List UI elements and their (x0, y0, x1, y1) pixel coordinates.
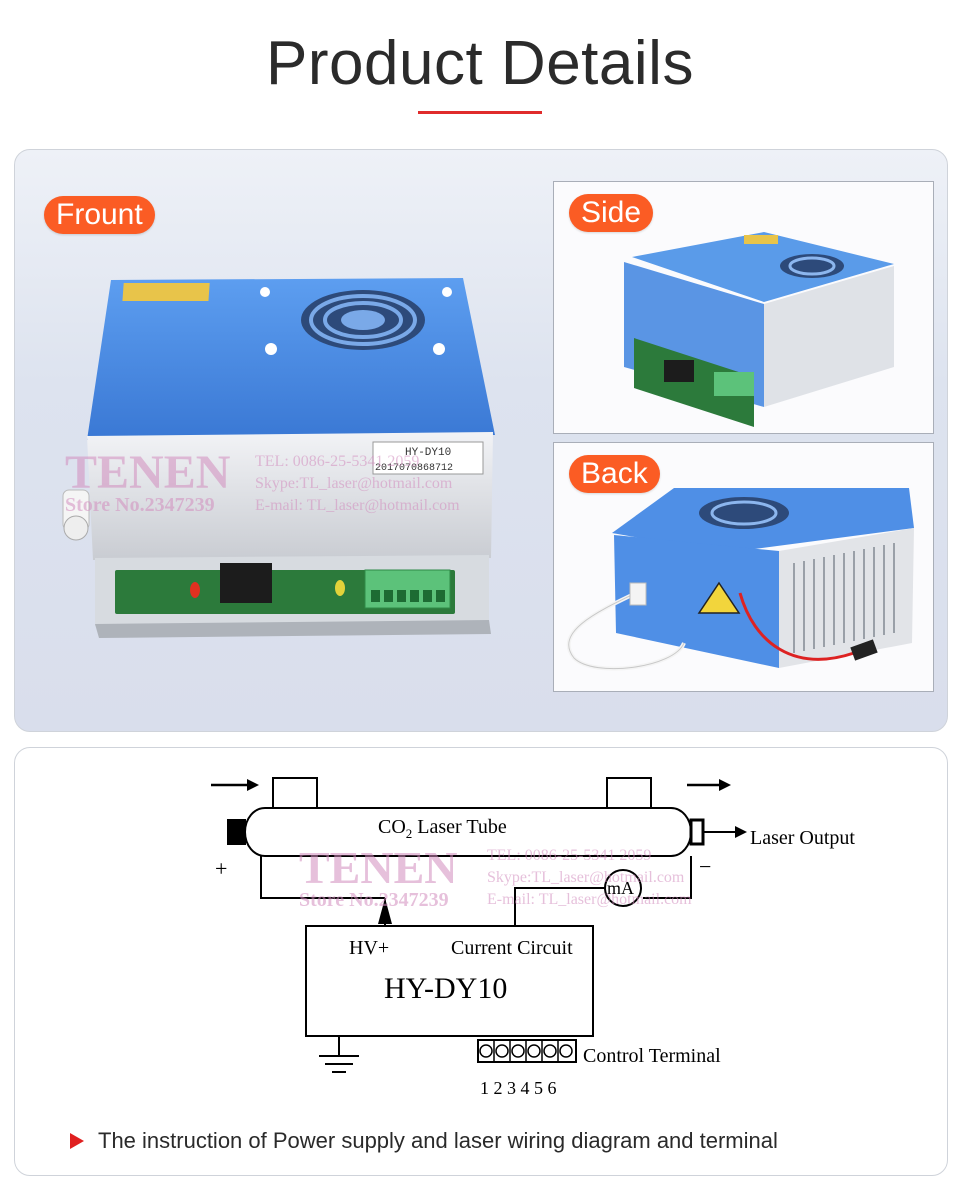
diagram-watermark-store: Store No.2347239 (299, 889, 449, 911)
terminal-numbers: 1 2 3 4 5 6 (480, 1078, 557, 1098)
back-photo-frame: Back (553, 442, 934, 692)
page-title: Product Details (266, 29, 694, 98)
back-product-image (566, 488, 914, 671)
front-serial: 2017070868712 (375, 463, 453, 474)
laser-output-label: Laser Output (750, 827, 855, 849)
tube-label: CO2 Laser Tube (378, 816, 507, 841)
wiring-diagram-panel: TENEN Store No.2347239 TEL: 0086-25-5341… (14, 747, 948, 1176)
wiring-diagram: TENEN Store No.2347239 TEL: 0086-25-5341… (211, 777, 855, 1098)
diagram-watermark-brand: TENEN (299, 842, 457, 893)
milliammeter-label: mA (607, 878, 634, 898)
side-label: Side (569, 194, 654, 232)
hv-plus-label: HV+ (349, 937, 389, 959)
side-photo-frame: Side (553, 181, 934, 434)
psu-model-label: HY-DY10 (384, 972, 507, 1005)
watermark-skype: Skype:TL_laser@hotmail.com (255, 475, 453, 492)
watermark-email: E-mail: TL_laser@hotmail.com (255, 497, 460, 514)
back-label: Back (569, 455, 660, 493)
diagram-watermark-skype: Skype:TL_laser@hotmail.com (487, 869, 685, 886)
watermark-brand: TENEN (65, 446, 231, 499)
watermark-tel: TEL: 0086-25-5341 2059 (255, 453, 419, 470)
front-product-image: HY-DY10 2017070868712 (62, 278, 495, 638)
title-underline (418, 111, 542, 114)
minus-sign: − (699, 854, 711, 879)
front-watermark: TENEN Store No.2347239 TEL: 0086-25-5341… (65, 446, 460, 516)
diagram-watermark-tel: TEL: 0086-25-5341 2059 (487, 847, 651, 864)
diagram-caption: The instruction of Power supply and lase… (70, 1128, 778, 1154)
front-label: Frount (44, 196, 155, 234)
watermark-store: Store No.2347239 (65, 494, 215, 516)
current-circuit-label: Current Circuit (451, 937, 573, 959)
side-product-image (624, 232, 894, 427)
caption-text: The instruction of Power supply and lase… (98, 1128, 778, 1153)
red-triangle-icon (70, 1133, 84, 1149)
control-terminal-label: Control Terminal (583, 1045, 721, 1067)
diagram-watermark-email: E-mail: TL_laser@hotmail.com (487, 891, 692, 908)
front-model-sticker: HY-DY10 (405, 447, 451, 459)
product-photos-panel: HY-DY10 2017070868712 Frount (14, 149, 948, 732)
plus-sign: + (215, 856, 227, 881)
